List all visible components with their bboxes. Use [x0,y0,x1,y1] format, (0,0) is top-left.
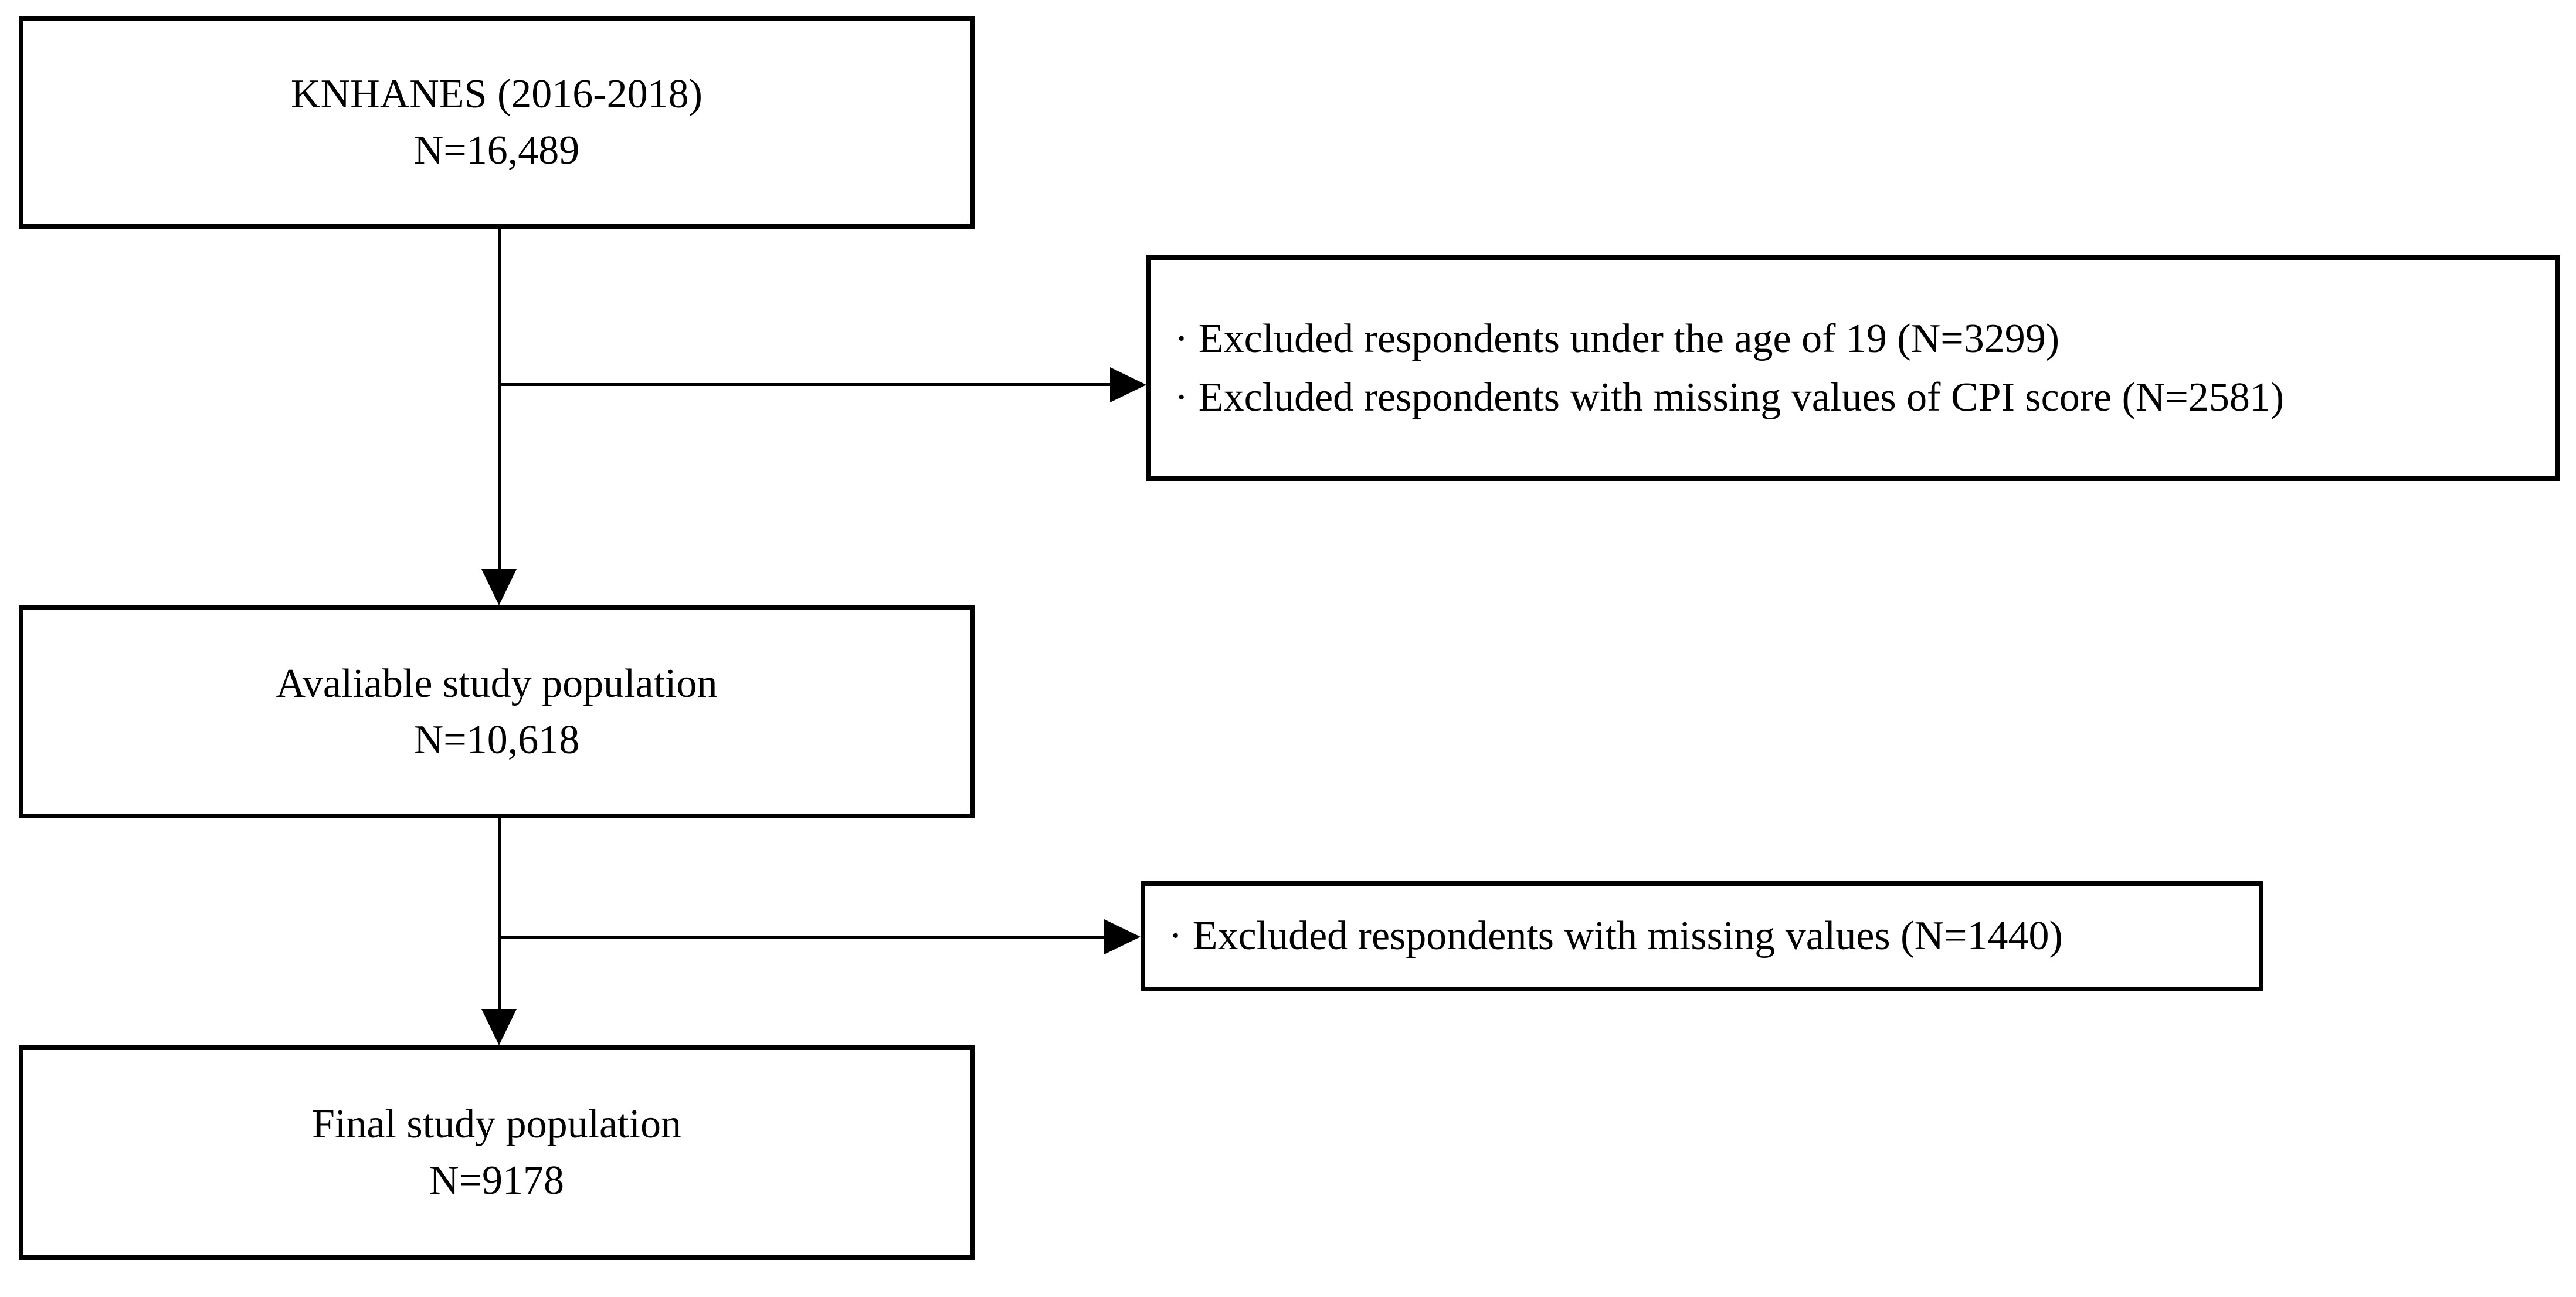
node-available-population: Avaliable study population N=10,618 [19,605,975,818]
node-knhanes-title: KNHANES (2016-2018) [291,72,702,117]
node-final-population: Final study population N=9178 [19,1045,975,1260]
arrowhead-down-icon [481,569,517,605]
connector-available-to-final [498,818,501,1012]
exclusion-box-2: · Excluded respondents with missing valu… [1141,881,2263,991]
exclusion-box-1: · Excluded respondents under the age of … [1146,255,2560,481]
exclusion-1-item-cpi-missing: · Excluded respondents with missing valu… [1175,374,2285,420]
exclusion-2-item-missing: · Excluded respondents with missing valu… [1169,913,2063,959]
arrowhead-down-icon [481,1009,517,1045]
node-available-title: Avaliable study population [276,661,718,706]
node-knhanes: KNHANES (2016-2018) N=16,489 [19,16,975,229]
node-final-title: Final study population [312,1102,681,1147]
exclusion-1-item-age: · Excluded respondents under the age of … [1175,316,2060,361]
node-knhanes-count: N=16,489 [413,128,580,173]
connector-branch-exclusion-2 [499,936,1106,939]
arrowhead-right-icon [1110,367,1146,402]
node-available-count: N=10,618 [413,717,580,763]
node-final-count: N=9178 [429,1158,565,1203]
connector-source-to-available [498,229,501,572]
arrowhead-right-icon [1104,919,1141,954]
connector-branch-exclusion-1 [499,383,1112,386]
